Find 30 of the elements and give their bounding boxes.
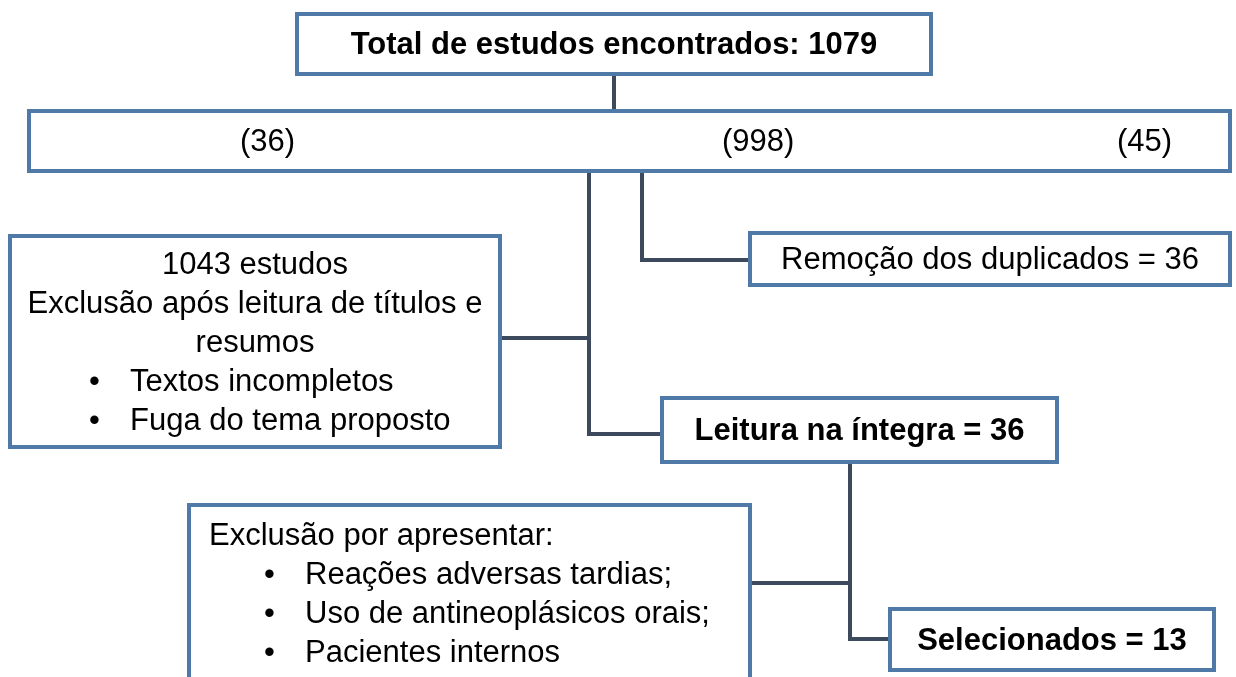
connector-line xyxy=(640,173,748,262)
box-text: Exclusão após leitura de títulos e resumos xyxy=(26,284,484,362)
box-text: Remoção dos duplicados = 36 xyxy=(781,240,1199,279)
process-box xyxy=(8,234,502,449)
bullet-mark: • xyxy=(264,633,275,672)
count-label: (998) xyxy=(722,122,795,161)
connector-line xyxy=(612,76,616,109)
count-label: (36) xyxy=(240,122,296,161)
process-box xyxy=(295,12,933,76)
box-text: Exclusão por apresentar: xyxy=(209,516,555,554)
bullet-item: Fuga do tema proposto xyxy=(130,401,451,440)
box-text: Selecionados = 13 xyxy=(917,620,1187,659)
bullet-item: Uso de antineoplásicos orais; xyxy=(305,594,710,633)
connector-line xyxy=(587,173,660,436)
process-box xyxy=(748,231,1232,287)
bullet-item: Textos incompletos xyxy=(130,362,394,401)
process-box xyxy=(27,109,1232,173)
process-box xyxy=(888,607,1216,672)
box-text: Leitura na íntegra = 36 xyxy=(694,411,1025,450)
bullet-mark: • xyxy=(264,594,275,633)
count-label: (45) xyxy=(1117,122,1173,161)
bullet-item: Reações adversas tardias; xyxy=(305,555,673,594)
bullet-mark: • xyxy=(264,555,275,594)
bullet-mark: • xyxy=(89,401,100,440)
bullet-item: Pacientes internos xyxy=(305,633,561,672)
process-box xyxy=(660,396,1059,464)
bullet-mark: • xyxy=(89,362,100,401)
box-text: 1043 estudos xyxy=(160,245,350,283)
process-box xyxy=(187,503,752,677)
box-text: Total de estudos encontrados: 1079 xyxy=(350,25,878,64)
